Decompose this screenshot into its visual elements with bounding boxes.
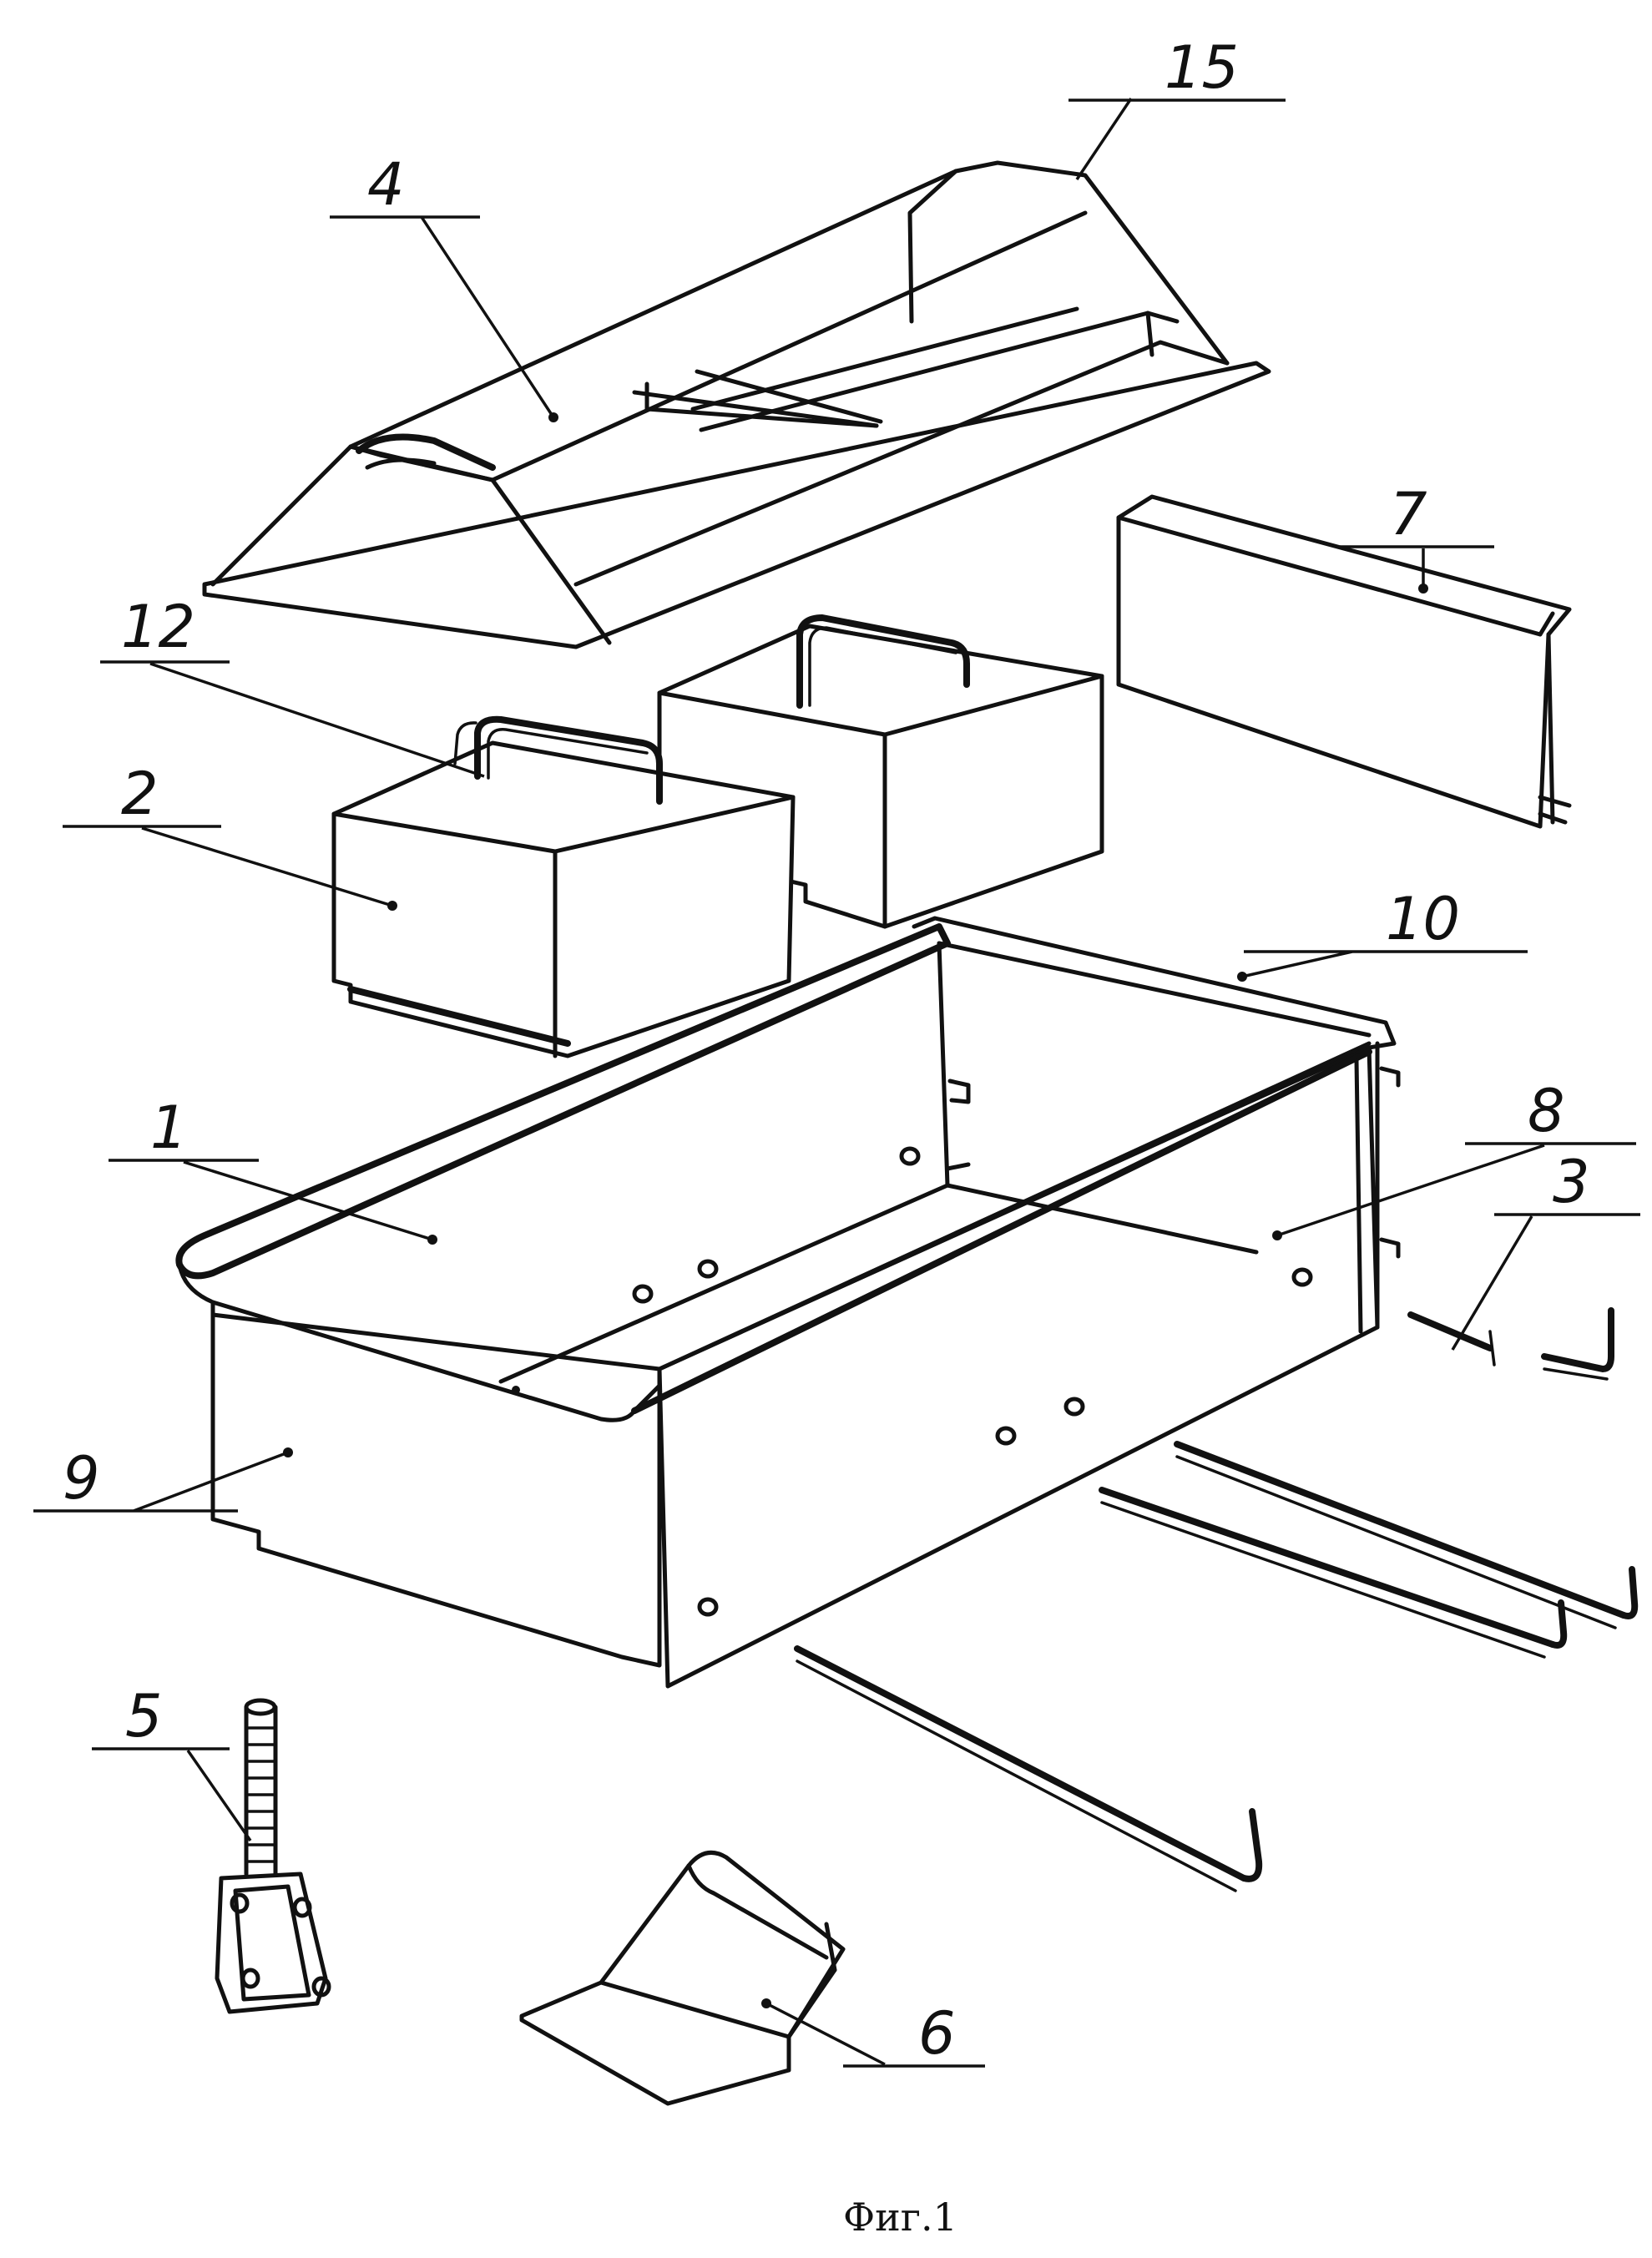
part-1-tray [175,916,1401,1689]
label-1: 1 [150,1094,188,1162]
part-5-stand [215,1698,331,2014]
figure-caption: Фиг.1 [843,2195,957,2240]
label-15: 15 [1164,33,1239,102]
label-9: 9 [63,1444,100,1513]
part-3-rods [794,1307,1639,1892]
label-4: 4 [367,150,405,219]
part-labels: 15 4 7 12 2 10 8 1 3 9 5 6 [63,33,1590,2068]
part-2-box-front [331,715,796,1058]
label-3: 3 [1553,1148,1590,1216]
label-12: 12 [121,593,195,661]
part-4-lid [202,160,1271,649]
label-6: 6 [918,1999,956,2068]
part-7-side-panel [1116,494,1572,829]
label-5: 5 [125,1682,163,1750]
part-6-bracket [519,1850,846,2106]
leader-lines [33,98,1640,2068]
label-8: 8 [1528,1077,1565,1145]
label-2: 2 [121,760,159,828]
label-10: 10 [1386,885,1460,953]
label-7: 7 [1390,480,1427,548]
